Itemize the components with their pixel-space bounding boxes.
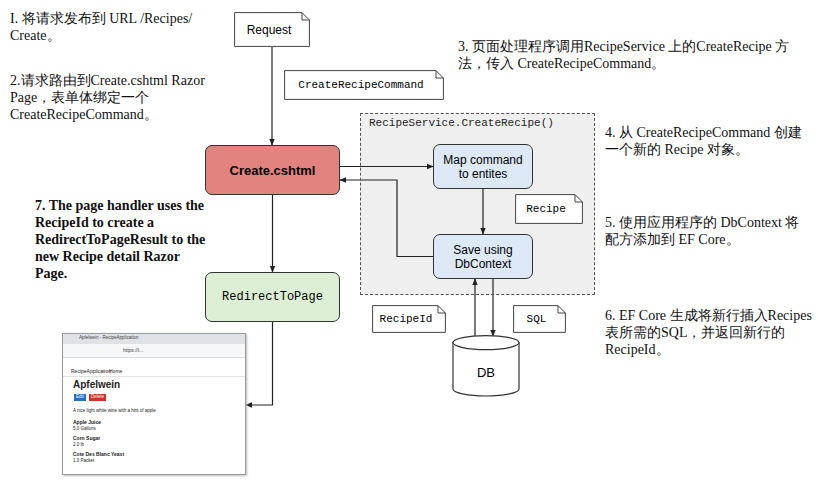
cylinder-top bbox=[453, 336, 519, 350]
step-note: I. 将请求发布到 URL /Recipes/ Create。 bbox=[10, 10, 230, 44]
screenshot-text: Apfelwein - RecipeApplication bbox=[79, 336, 139, 341]
service-region: RecipeService.CreateRecipe() Map command … bbox=[360, 113, 595, 295]
node-label: Save using DbContext bbox=[434, 239, 532, 275]
database-cylinder: DB bbox=[452, 335, 520, 397]
browser-address-bar bbox=[63, 344, 245, 358]
document-fold bbox=[438, 306, 445, 313]
node-label: RecipeId bbox=[376, 313, 443, 325]
razor-page-box: Create.cshtml bbox=[205, 145, 340, 195]
screenshot-text: Apple Juice bbox=[73, 420, 101, 426]
flow-arrow bbox=[482, 189, 483, 234]
screenshot-text: RecipeApplication bbox=[71, 369, 111, 375]
document-fold bbox=[575, 195, 582, 202]
flow-arrow bbox=[474, 279, 475, 336]
flow-arrow bbox=[271, 47, 272, 145]
screenshot-text: A nice light white wine with a hint of a… bbox=[73, 409, 156, 414]
flow-arrow bbox=[340, 166, 433, 167]
request-document: Request bbox=[234, 12, 310, 47]
flow-arrow bbox=[272, 195, 273, 272]
browser-screenshot: Apfelwein - RecipeApplication https://l..… bbox=[62, 333, 246, 475]
node-label: Map command to entites bbox=[434, 149, 532, 185]
screenshot-text: Corn Sugar bbox=[73, 436, 100, 442]
document-outline-path bbox=[285, 71, 444, 100]
step-note: 6. EF Core 生成将新行插入Recipes 表所需的SQL，并返回新行的… bbox=[605, 307, 813, 358]
screenshot-text: Cote Des Blanc Yeast bbox=[73, 452, 124, 458]
document-outline-path bbox=[514, 306, 566, 333]
process-box: Save using DbContext bbox=[433, 234, 533, 279]
service-region-fill bbox=[360, 113, 595, 295]
id-document: RecipeId bbox=[372, 305, 446, 333]
step-note: 7. The page handler uses the RecipeId to… bbox=[35, 197, 213, 282]
screenshot-text: 1.0 Packet bbox=[73, 459, 94, 464]
document-outline-path bbox=[235, 13, 310, 47]
document-outline-path bbox=[373, 306, 446, 333]
flow-arrow bbox=[246, 322, 273, 405]
step-note: 5. 使用应用程序的 DbContext 将配方添加到 EF Core。 bbox=[605, 214, 810, 248]
screenshot-text: 5.0 Gallons bbox=[73, 427, 96, 432]
step-note: 3. 页面处理程序调用RecipeService 上的CreateRecipe … bbox=[458, 38, 798, 72]
node-label: CreateRecipeCommand bbox=[294, 79, 433, 91]
document-fold bbox=[436, 71, 443, 78]
screenshot-text: 2.0 lb bbox=[73, 443, 84, 448]
node-label: Recipe bbox=[522, 203, 576, 215]
screenshot-text: Apfelwein bbox=[73, 379, 120, 390]
document-fold bbox=[558, 306, 565, 313]
process-box: Map command to entites bbox=[433, 144, 533, 189]
sql-document: SQL bbox=[513, 305, 566, 333]
flow-arrow bbox=[340, 180, 433, 257]
node-label: RedirectToPage bbox=[216, 286, 329, 308]
entity-document: Recipe bbox=[515, 194, 583, 224]
node-label: Request bbox=[243, 23, 302, 37]
screenshot-text: Delete bbox=[89, 394, 106, 401]
node-label: DB bbox=[477, 365, 495, 380]
document-fold bbox=[302, 13, 309, 20]
node-label: SQL bbox=[523, 313, 557, 325]
region-title: RecipeService.CreateRecipe() bbox=[369, 117, 554, 129]
command-document: CreateRecipeCommand bbox=[284, 70, 444, 100]
step-note: 2.请求路由到Create.cshtml Razor Page，表单体绑定一个 … bbox=[10, 72, 232, 123]
flow-arrow bbox=[492, 279, 493, 336]
node-label: Create.cshtml bbox=[224, 159, 322, 182]
screenshot-text: Home bbox=[109, 369, 122, 375]
document-outline-path bbox=[516, 195, 583, 224]
redirect-box: RedirectToPage bbox=[205, 272, 340, 322]
screenshot-text: Edit bbox=[74, 394, 86, 401]
screenshot-text: https://l... bbox=[123, 348, 143, 354]
step-note: 4. 从 CreateRecipeCommand 创建一个新的 Recipe 对… bbox=[605, 124, 813, 158]
